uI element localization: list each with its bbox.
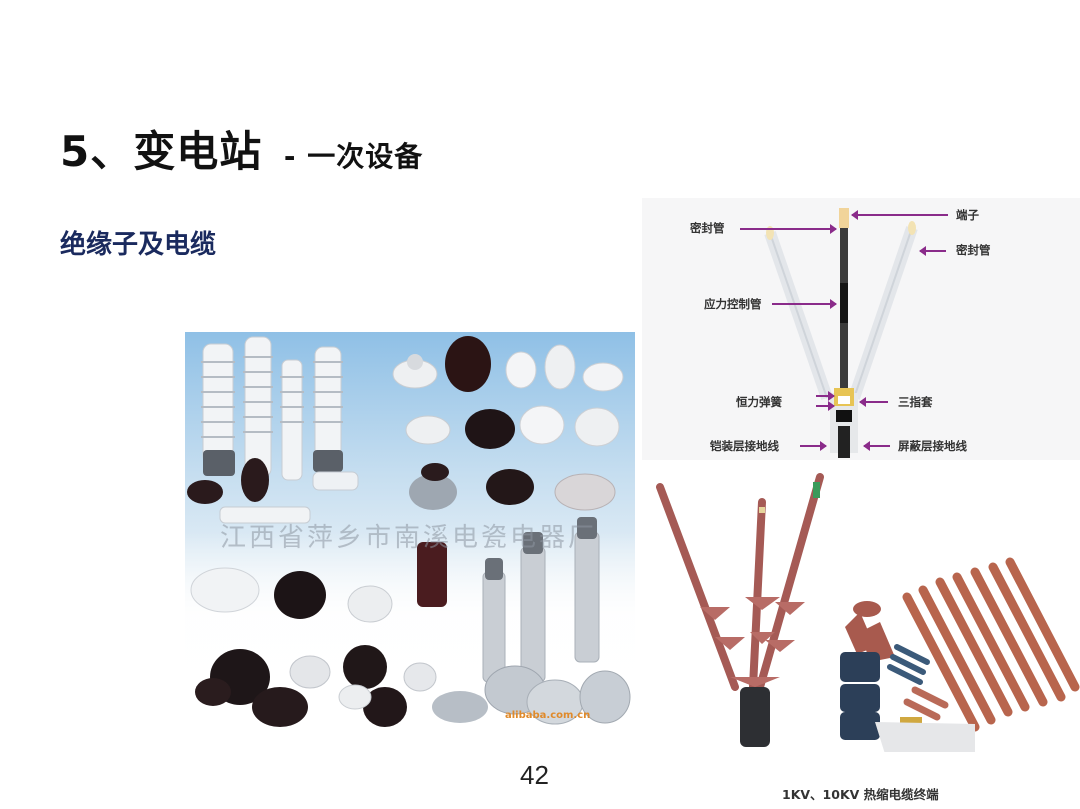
arrow-armor-ground-wire: [800, 441, 827, 451]
arrow-three-finger-sleeve: [859, 397, 888, 407]
cable-termination-diagram: 密封管 端子 密封管 应力控制管 恒力弹簧 三指套 铠装层接地线 屏蔽层接地线: [642, 198, 1080, 460]
cable-termination-caption: 1KV、10KV 热缩电缆终端: [782, 787, 939, 802]
cable-termination-photo: [645, 462, 1080, 752]
label-seal-tube-left: 密封管: [690, 221, 725, 235]
slide-title: 5、变电站 - 一次设备: [60, 118, 423, 179]
slide-title-suffix: - 一次设备: [283, 140, 424, 173]
insulators-photo: 江西省萍乡市南溪电瓷电器厂 alibaba.com.cn: [185, 332, 635, 740]
arrow-seal-tube-right: [919, 246, 946, 256]
arrow-shield-ground-wire: [863, 441, 890, 451]
label-constant-force-spring: 恒力弹簧: [736, 395, 782, 409]
label-terminal: 端子: [956, 208, 979, 222]
insulators-lower-illustration: [190, 517, 631, 727]
label-shield-ground-wire: 屏蔽层接地线: [898, 439, 967, 453]
insulators-watermark: 江西省萍乡市南溪电瓷电器厂: [220, 523, 598, 553]
insulators-watermark-url: alibaba.com.cn: [505, 710, 591, 721]
arrow-spring-2: [816, 401, 835, 411]
cable-diagram-illustration: [764, 208, 918, 458]
heat-shrink-kit-illustration: [656, 473, 1080, 752]
arrow-stress-control-tube: [772, 299, 837, 309]
label-armor-ground-wire: 铠装层接地线: [710, 439, 779, 453]
label-seal-tube-right: 密封管: [956, 243, 991, 257]
arrow-spring-1: [816, 391, 835, 401]
section-subtitle: 绝缘子及电缆: [60, 230, 217, 260]
insulators-illustration: [187, 336, 624, 524]
slide-title-main: 5、变电站: [60, 127, 263, 176]
arrow-seal-tube-left: [740, 224, 837, 234]
arrow-terminal: [851, 210, 948, 220]
label-three-finger-sleeve: 三指套: [898, 395, 933, 409]
label-stress-control-tube: 应力控制管: [704, 297, 762, 311]
page-number: 42: [520, 760, 549, 790]
